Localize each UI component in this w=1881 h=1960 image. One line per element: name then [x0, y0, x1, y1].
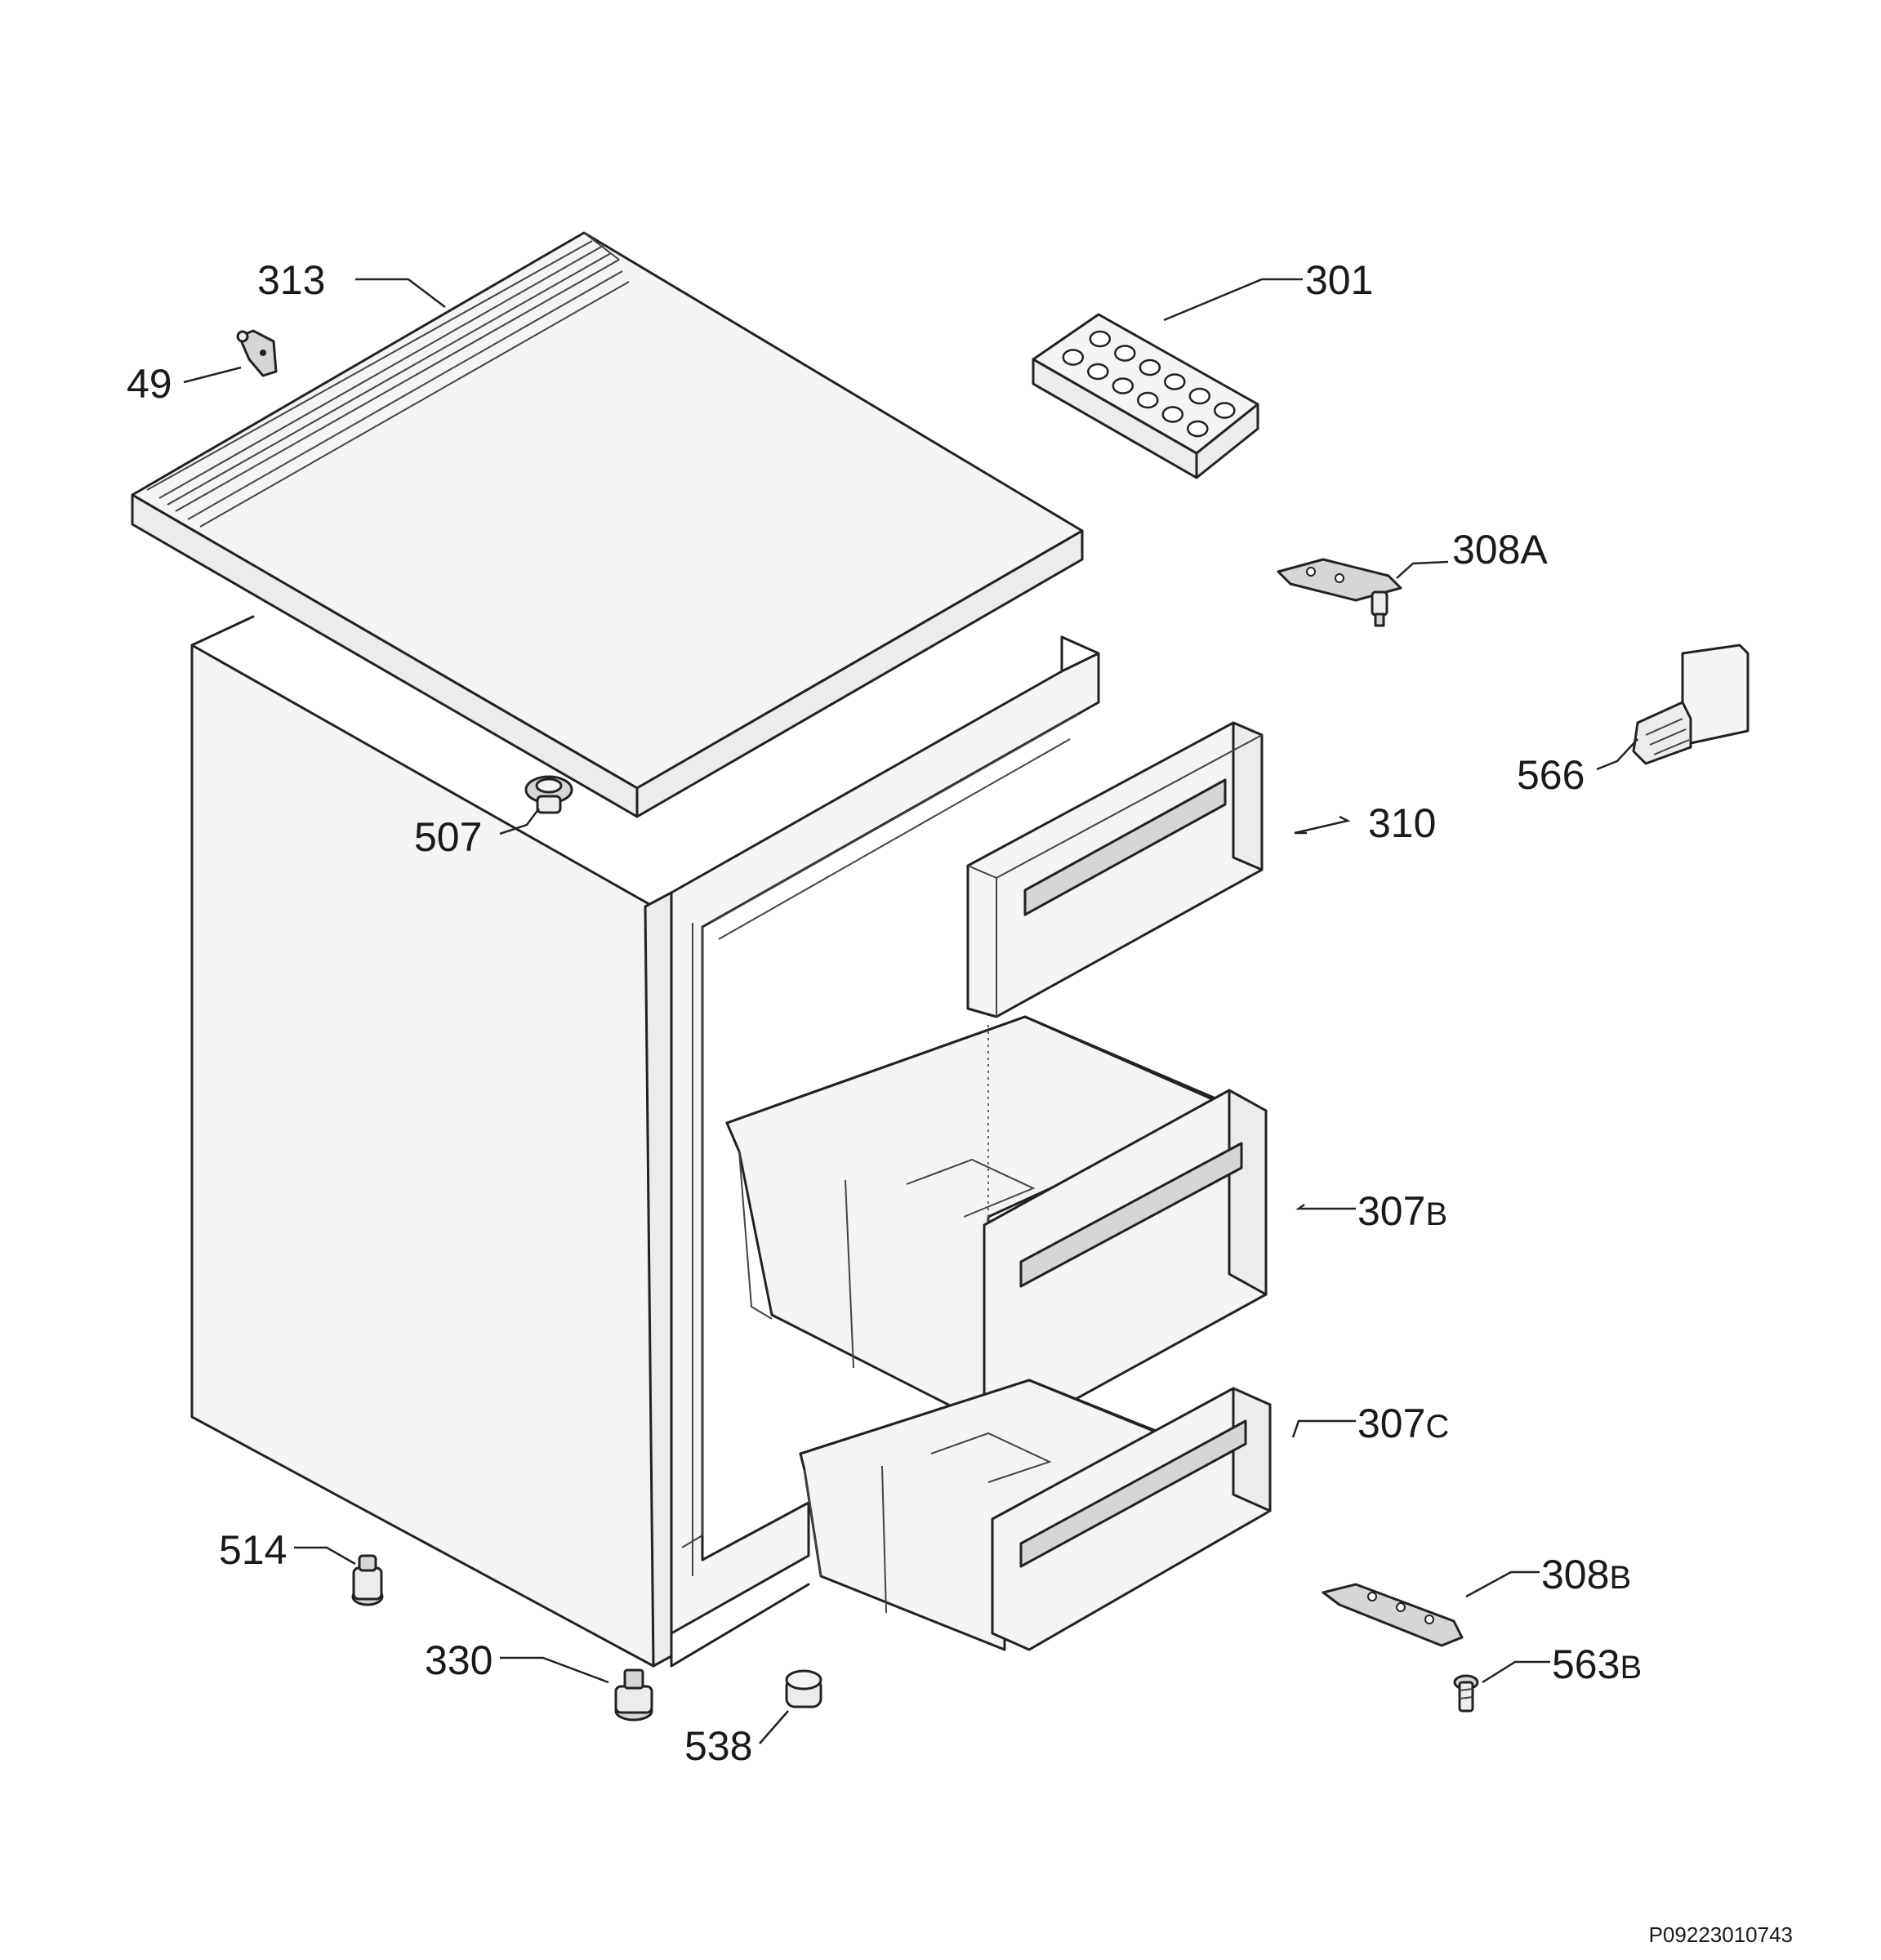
- ice-cube-cell: [1187, 420, 1209, 438]
- leader-lines: [183, 278, 1638, 1744]
- callout-563b: 563B: [1552, 1642, 1642, 1687]
- callout-566: 566: [1517, 752, 1585, 798]
- flap-310: [966, 721, 1264, 1018]
- callout-538: 538: [684, 1723, 752, 1769]
- top-cover: [131, 231, 1084, 818]
- screw-563b: [1453, 1674, 1479, 1713]
- cabinet-front-frame-top: [1060, 635, 1100, 704]
- hinge-bush-507: [524, 775, 573, 814]
- callout-307b: 307B: [1357, 1188, 1447, 1234]
- ice-cube-tray-301: [1032, 313, 1259, 479]
- ice-cube-cell: [1164, 373, 1186, 390]
- ice-cube-cell: [1062, 349, 1085, 366]
- callout-308b: 308B: [1541, 1552, 1631, 1597]
- handle-566: [1632, 644, 1750, 765]
- ice-cube-cell: [1214, 402, 1236, 419]
- callout-labels: 313 49 301 308A 566 310 507 307B 307C 51…: [127, 257, 1642, 1769]
- callout-514: 514: [219, 1527, 287, 1573]
- document-id: P09223010743: [1649, 1922, 1793, 1947]
- callout-313: 313: [257, 257, 325, 303]
- hinge-308b: [1322, 1583, 1464, 1647]
- ice-cube-cell: [1089, 330, 1112, 348]
- callout-49: 49: [127, 361, 172, 407]
- ice-cube-cell: [1087, 363, 1109, 381]
- callout-507: 507: [414, 814, 482, 860]
- ice-cube-cell: [1137, 391, 1159, 409]
- foot-330: [614, 1668, 653, 1722]
- callout-307c: 307C: [1357, 1401, 1449, 1446]
- ice-cube-cell: [1161, 406, 1184, 423]
- cabinet-body: [190, 615, 1100, 1668]
- bracket-49: [236, 329, 278, 377]
- top-cover-right-edge: [635, 529, 1084, 818]
- upper-drawer-307b: [725, 1015, 1268, 1431]
- ice-cube-cell: [1139, 359, 1161, 376]
- foot-514: [351, 1554, 384, 1606]
- cabinet-left-side: [190, 644, 655, 1668]
- ice-cube-cell: [1112, 377, 1134, 394]
- callout-330: 330: [425, 1637, 493, 1683]
- callout-301: 301: [1305, 257, 1373, 303]
- ice-cube-cell: [1188, 387, 1211, 405]
- callout-310: 310: [1368, 800, 1436, 846]
- plug-538: [785, 1669, 822, 1708]
- hinge-308a: [1277, 558, 1402, 627]
- cabinet-top-edge: [190, 615, 255, 647]
- lower-drawer-307c: [799, 1379, 1272, 1651]
- callout-308a: 308A: [1452, 527, 1548, 572]
- ice-cube-cell: [1114, 345, 1136, 362]
